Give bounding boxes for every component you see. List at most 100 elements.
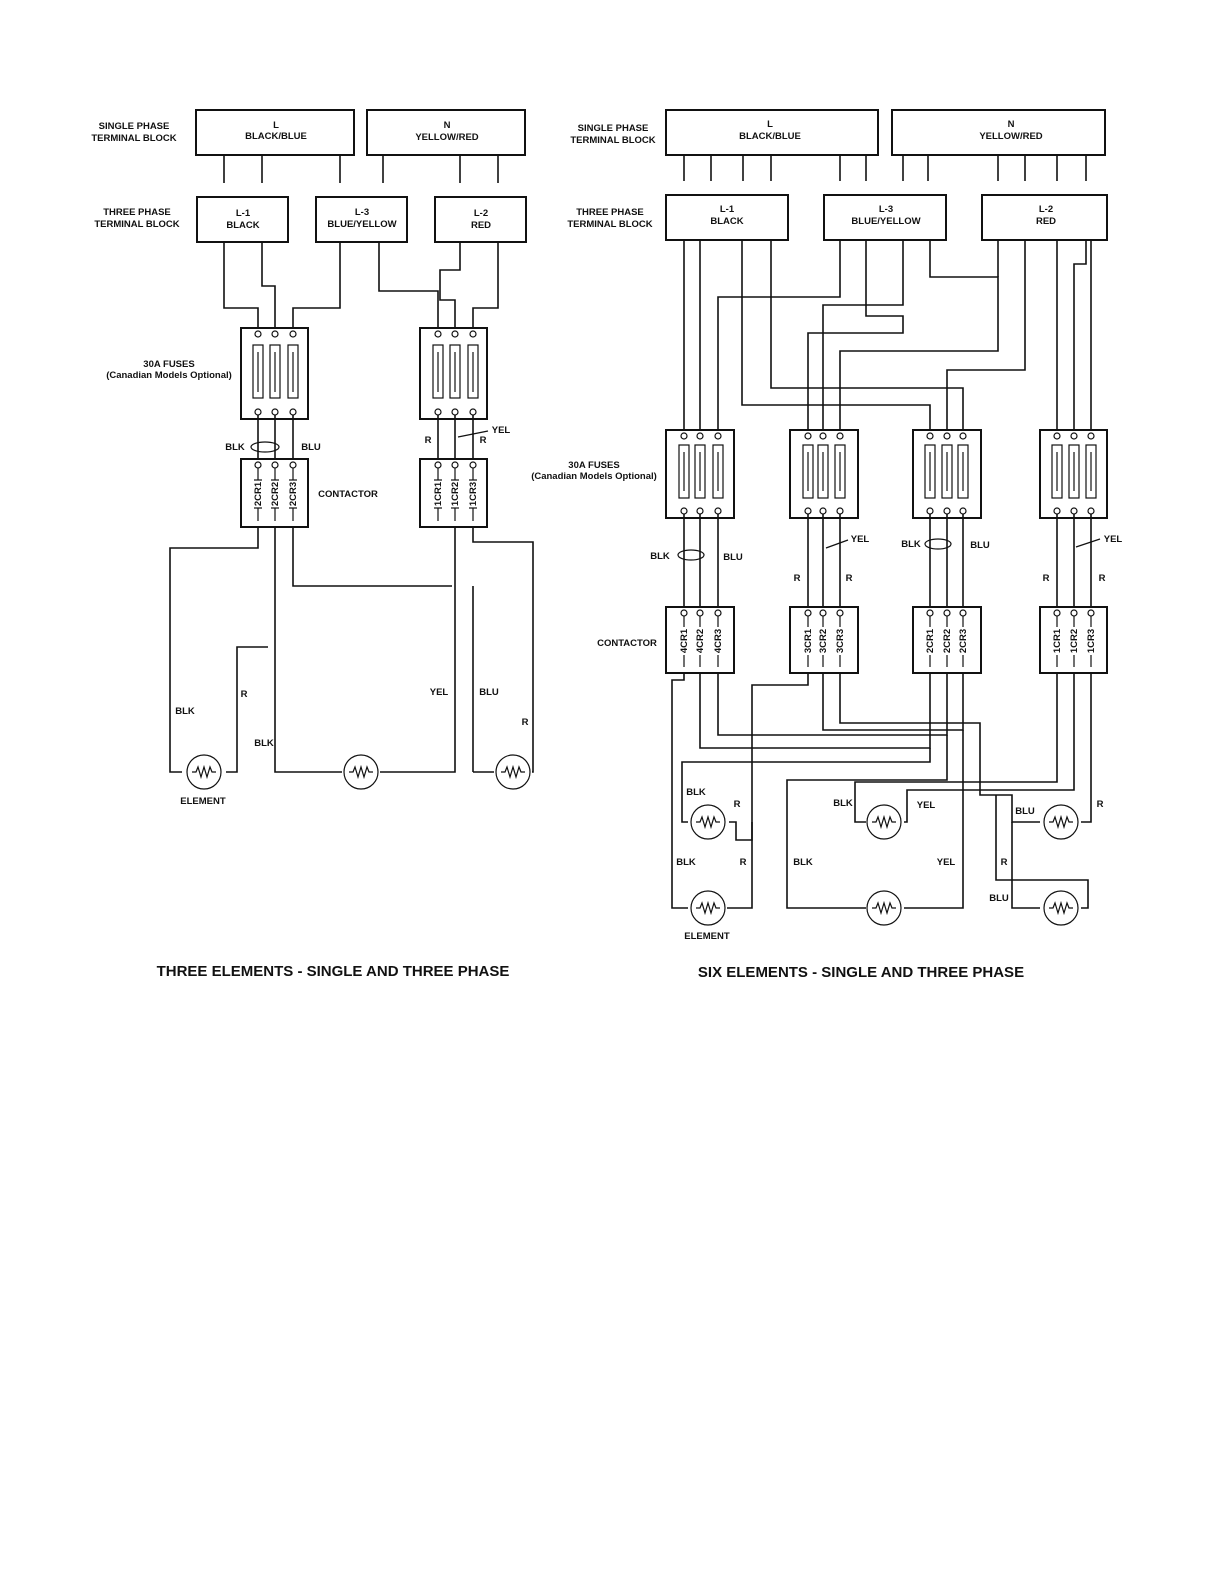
left-single-phase-label-1: SINGLE PHASE [99,121,170,132]
left-three-phase-label-2: TERMINAL BLOCK [94,219,179,230]
right-element-5 [866,890,902,926]
left-single-phase-label-2: TERMINAL BLOCK [91,133,176,144]
left-fuse-block-a [240,327,309,420]
right-fuses-label-1: 30A FUSES [568,460,619,471]
right-contactor-2-b: 3CR2 [818,629,829,653]
left-single-n-color: YELLOW/RED [415,132,478,143]
left-contactor-a: 2CR1 2CR2 2CR3 [240,458,309,528]
right-contactor-3-a: 2CR1 [925,628,936,653]
right-three-l1-title: L-1 [720,204,735,215]
left-fuse-block-b [419,327,488,420]
left-yel-label-1: YEL [492,425,511,436]
right-contactor-1-a: 4CR1 [679,628,690,653]
left-fuse-contactor-wires [257,415,474,462]
left-contactor-b-3: 1CR3 [468,482,479,506]
right-blu-label-4: BLU [989,893,1009,904]
right-r-label-6: R [1097,799,1104,810]
right-load-wires [671,673,1092,909]
right-single-phase-label-2: TERMINAL BLOCK [570,135,655,146]
left-contactor-b-1: 1CR1 [433,481,444,506]
left-r-label-4: R [522,717,529,728]
left-element-3 [495,754,531,790]
right-contactor-2-c: 3CR3 [835,629,846,653]
right-fuses-label-2: (Canadian Models Optional) [531,471,657,482]
right-contactor-2-a: 3CR1 [803,628,814,653]
left-contactor-label: CONTACTOR [318,489,378,500]
left-single-l-title: L [273,120,279,131]
right-caption: SIX ELEMENTS - SINGLE AND THREE PHASE [698,964,1024,981]
right-single-l-box [665,109,879,156]
right-contactor-1-b: 4CR2 [695,629,706,653]
right-three-l2-title: L-2 [1039,204,1053,215]
right-single-l-title: L [767,119,773,130]
left-three-l2-box [434,196,527,243]
right-yel-leader-2 [1075,538,1101,548]
right-element-6 [1043,890,1079,926]
left-single-n-box [366,109,526,156]
right-fuse-block-3 [912,429,982,519]
right-blk-label-3: BLK [686,787,706,798]
right-fuse-block-2 [789,429,859,519]
right-r-label-7: R [740,857,747,868]
left-element-2 [343,754,379,790]
right-yel-label-1: YEL [851,534,870,545]
right-r-label-3: R [1043,573,1050,584]
left-r-label-3: R [241,689,248,700]
left-three-l3-box [315,196,408,243]
right-contactor-1: 4CR1 4CR2 4CR3 [665,606,735,674]
left-contactor-a-3: 2CR3 [288,482,299,506]
left-fuses-label-2: (Canadian Models Optional) [106,370,232,381]
left-contactor-a-1: 2CR1 [253,481,264,506]
left-r-label-1: R [425,435,432,446]
right-three-l2-color: RED [1036,216,1056,227]
left-element-1 [186,754,222,790]
right-single-stubs [683,155,1087,181]
left-blk-label-2: BLK [175,706,195,717]
right-element-3 [1043,804,1079,840]
left-blu-label-1: BLU [301,442,321,453]
left-contactor-b-2: 1CR2 [450,482,461,506]
right-contactor-2: 3CR1 3CR2 3CR3 [789,606,859,674]
right-contactor-4-a: 1CR1 [1052,628,1063,653]
right-single-n-title: N [1008,119,1015,130]
right-single-l-color: BLACK/BLUE [739,131,801,142]
left-supply-wires [223,242,499,332]
left-single-n-title: N [444,120,451,131]
left-three-l1-box [196,196,289,243]
right-blk-label-6: BLK [793,857,813,868]
right-r-label-8: R [1001,857,1008,868]
left-caption: THREE ELEMENTS - SINGLE AND THREE PHASE [157,963,510,980]
left-blk-label-3: BLK [254,738,274,749]
right-yel-label-2: YEL [1104,534,1123,545]
right-yel-label-3: YEL [917,800,936,811]
left-three-l1-color: BLACK [226,220,259,231]
right-blu-label-3: BLU [1015,806,1035,817]
left-three-l3-color: BLUE/YELLOW [327,219,396,230]
right-fuse-block-1 [665,429,735,519]
right-three-l1-color: BLACK [710,216,743,227]
right-element-2 [866,804,902,840]
right-supply-wires [683,240,1092,433]
left-element-label: ELEMENT [180,796,226,807]
right-three-l1-box [665,194,789,241]
left-r-label-2: R [480,435,487,446]
right-r-label-1: R [794,573,801,584]
right-single-phase-label-1: SINGLE PHASE [578,123,649,134]
right-contactor-4-b: 1CR2 [1069,629,1080,653]
right-jumper-loop-2 [924,538,952,550]
right-contactor-3: 2CR1 2CR2 2CR3 [912,606,982,674]
right-jumper-loop-1 [677,549,705,561]
right-blu-label-2: BLU [970,540,990,551]
right-diagram: SINGLE PHASE TERMINAL BLOCK L BLACK/BLUE… [531,109,1123,981]
left-fuses-label-1: 30A FUSES [143,359,194,370]
right-blu-label-1: BLU [723,552,743,563]
right-contactor-4-c: 1CR3 [1086,629,1097,653]
left-blk-label-1: BLK [225,442,245,453]
right-contactor-3-b: 2CR2 [942,629,953,653]
left-single-stubs [223,155,499,183]
right-element-label: ELEMENT [684,931,730,942]
right-blk-label-1: BLK [650,551,670,562]
right-contactor-label: CONTACTOR [597,638,657,649]
right-three-phase-label-2: TERMINAL BLOCK [567,219,652,230]
left-blu-label-2: BLU [479,687,499,698]
